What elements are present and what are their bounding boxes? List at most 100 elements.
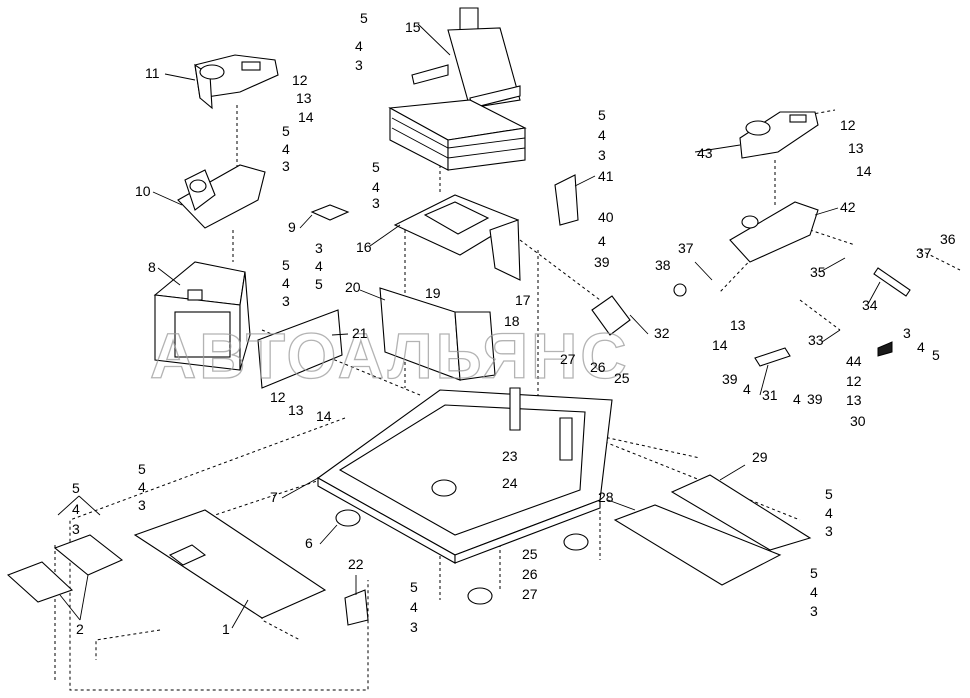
callout-4: 4 <box>410 599 418 615</box>
callout-4: 4 <box>282 141 290 157</box>
callout-3: 3 <box>315 240 323 256</box>
callout-14: 14 <box>712 337 728 353</box>
callout-5: 5 <box>360 10 368 26</box>
cap-44 <box>877 341 893 357</box>
callout-14: 14 <box>856 163 872 179</box>
plate-21 <box>257 309 343 389</box>
callout-4: 4 <box>825 505 833 521</box>
watermark: АВТОАЛЬЯНС <box>150 320 630 392</box>
callout-12: 12 <box>292 72 308 88</box>
callout-5: 5 <box>598 107 606 123</box>
callout-3: 3 <box>282 293 290 309</box>
leader-lines <box>57 23 881 629</box>
callout-37: 37 <box>678 240 694 256</box>
callout-4: 4 <box>282 275 290 291</box>
callout-37: 37 <box>916 245 932 261</box>
callout-4: 4 <box>743 381 751 397</box>
bracket-22 <box>344 589 369 626</box>
callout-4: 4 <box>355 38 363 54</box>
callout-12: 12 <box>840 117 856 133</box>
storage-box-8 <box>153 261 251 371</box>
callout-4: 4 <box>810 584 818 600</box>
armrest-bracket-42 <box>729 201 819 263</box>
callout-25: 25 <box>522 546 538 562</box>
callout-20: 20 <box>345 279 361 295</box>
callout-4: 4 <box>793 391 801 407</box>
seat-support-16 <box>393 194 521 281</box>
plate-28 <box>613 504 782 586</box>
armrest-cover-11 <box>194 54 279 110</box>
callout-26: 26 <box>590 359 606 375</box>
callout-38: 38 <box>655 257 671 273</box>
callout-4: 4 <box>138 479 146 495</box>
bracket-32 <box>591 295 631 336</box>
callout-4: 4 <box>598 127 606 143</box>
callout-2: 2 <box>76 621 84 637</box>
knob-38 <box>673 283 687 297</box>
callout-4: 4 <box>917 339 925 355</box>
callout-11: 11 <box>145 65 160 81</box>
callout-13: 13 <box>296 90 312 106</box>
rod-34 <box>873 267 911 297</box>
callout-3: 3 <box>372 195 380 211</box>
floor-plate-1 <box>133 509 327 619</box>
callout-4: 4 <box>598 233 606 249</box>
callout-3: 3 <box>598 147 606 163</box>
callout-3: 3 <box>810 603 818 619</box>
mount-6a <box>335 509 361 527</box>
callout-3: 3 <box>903 325 911 341</box>
callout-7: 7 <box>270 489 278 505</box>
callout-35: 35 <box>810 264 826 280</box>
plate-29 <box>670 474 812 551</box>
mount-6c <box>563 533 589 551</box>
callout-5: 5 <box>825 486 833 502</box>
callout-24: 24 <box>502 475 518 491</box>
callout-3: 3 <box>282 158 290 174</box>
callout-14: 14 <box>316 408 332 424</box>
callout-30: 30 <box>850 413 866 429</box>
callout-39: 39 <box>807 391 823 407</box>
callout-5: 5 <box>315 276 323 292</box>
callout-5: 5 <box>72 480 80 496</box>
callout-1: 1 <box>222 621 230 637</box>
callout-44: 44 <box>846 353 862 369</box>
callout-19: 19 <box>425 285 441 301</box>
callout-18: 18 <box>504 313 520 329</box>
callout-39: 39 <box>594 254 610 270</box>
link-31 <box>754 347 791 367</box>
callout-5: 5 <box>810 565 818 581</box>
callout-17: 17 <box>515 292 531 308</box>
callout-4: 4 <box>372 179 380 195</box>
callout-26: 26 <box>522 566 538 582</box>
callout-32: 32 <box>654 325 670 341</box>
part-drawings <box>6 7 911 626</box>
callout-3: 3 <box>138 497 146 513</box>
callout-33: 33 <box>808 332 824 348</box>
callout-13: 13 <box>848 140 864 156</box>
callout-5: 5 <box>932 347 940 363</box>
callout-23: 23 <box>502 448 518 464</box>
callout-14: 14 <box>298 109 314 125</box>
callout-40: 40 <box>598 209 614 225</box>
callout-43: 43 <box>697 145 713 161</box>
panel-20-side <box>454 311 496 381</box>
callout-29: 29 <box>752 449 768 465</box>
armrest-bracket-10 <box>177 164 266 229</box>
callout-21: 21 <box>352 325 368 341</box>
callout-28: 28 <box>598 489 614 505</box>
callout-36: 36 <box>940 231 956 247</box>
callout-5: 5 <box>372 159 380 175</box>
callout-27: 27 <box>560 351 576 367</box>
main-frame-7 <box>316 387 613 564</box>
callout-12: 12 <box>270 389 286 405</box>
plate-2a <box>53 534 124 576</box>
callout-25: 25 <box>614 370 630 386</box>
callout-6: 6 <box>305 535 313 551</box>
callout-8: 8 <box>148 259 156 275</box>
armrest-cover-43 <box>739 111 819 159</box>
callout-41: 41 <box>598 168 614 184</box>
floor-plate-1-hole <box>168 544 207 566</box>
bracket-41 <box>554 174 579 226</box>
callout-34: 34 <box>862 297 878 313</box>
